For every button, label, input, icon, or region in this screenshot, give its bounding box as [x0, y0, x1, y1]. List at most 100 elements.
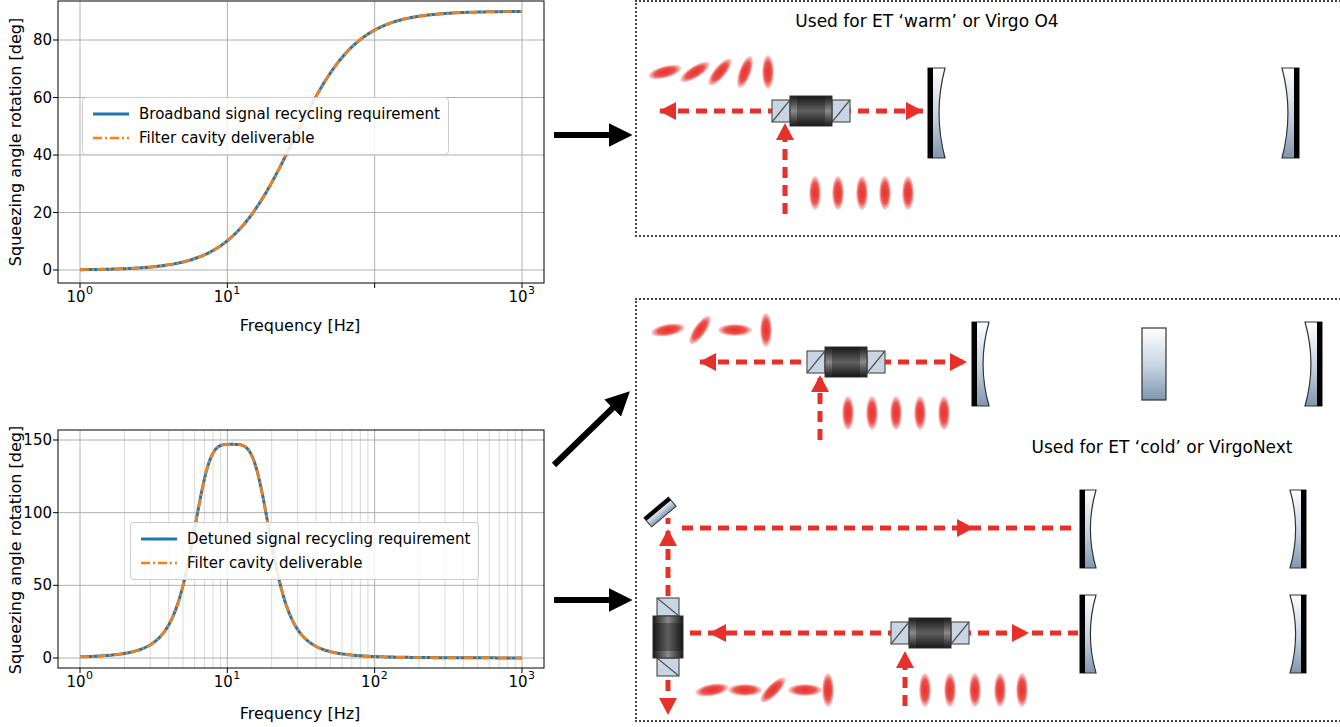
squeezed-state-ellipse [647, 62, 683, 82]
setup-panel: Used for ET ‘cold’ or VirgoNext [635, 298, 1340, 722]
squeezed-state-ellipse [650, 321, 686, 339]
legend-box: Broadband signal recycling requirementFi… [82, 97, 449, 155]
axis-label: Frequency [Hz] [240, 317, 361, 335]
faraday-isolator [891, 618, 969, 648]
squeezed-state-ellipse [1016, 673, 1028, 707]
beam-arrowhead [659, 102, 676, 120]
legend-text: Filter cavity deliverable [139, 129, 314, 147]
panel-caption: Used for ET ‘cold’ or VirgoNext [1032, 438, 1293, 458]
faraday-isolator [653, 598, 683, 676]
grid-lines [58, 1, 544, 283]
legend-line [139, 557, 179, 569]
legend-text: Broadband signal recycling requirement [139, 105, 440, 123]
squeezed-state-ellipse [969, 673, 981, 707]
legend-text: Filter cavity deliverable [187, 554, 362, 572]
squeezed-state-ellipse [842, 396, 854, 430]
squeezed-state-ellipse [757, 674, 790, 707]
legend-entry: Detuned signal recycling requirement [139, 527, 470, 551]
tick-label: 0 [42, 650, 52, 667]
cavity-mirror [1282, 68, 1299, 158]
beam-arrowhead [906, 102, 923, 120]
squeezed-state-ellipse [919, 673, 931, 707]
legend-entry: Filter cavity deliverable [139, 551, 470, 575]
beam-arrowhead [699, 353, 716, 371]
tick-label: 10 [214, 289, 233, 306]
panel-caption: Used for ET ‘warm’ or Virgo O4 [795, 12, 1058, 32]
legend-text: Detuned signal recycling requirement [187, 530, 470, 548]
beam-arrowhead [709, 624, 726, 642]
intermediate-mirror [1142, 328, 1166, 400]
tick-exponent: 0 [86, 670, 93, 682]
beam-arrowhead [896, 651, 914, 668]
squeezed-state-ellipse [704, 55, 735, 89]
flow-arrow [554, 597, 623, 603]
cavity-mirror [1290, 490, 1306, 568]
tick-label: 50 [33, 577, 52, 594]
beam-arrowhead [659, 529, 677, 546]
axes-frame [58, 1, 544, 283]
tick-label: 10 [508, 289, 527, 306]
beam-arrowhead [950, 353, 967, 371]
grid-lines [58, 430, 544, 668]
squeezed-state-ellipse [914, 396, 926, 430]
axis-label: Squeezing angle rotation [deg] [7, 18, 25, 266]
tick-label: 10 [66, 289, 85, 306]
steering-mirror [644, 497, 676, 527]
squeezed-state-ellipse [762, 55, 774, 89]
cavity-mirror [1290, 595, 1306, 673]
tick-exponent: 0 [86, 285, 93, 297]
faraday-isolator [772, 96, 850, 126]
tick-exponent: 3 [528, 670, 535, 682]
squeezed-state-ellipse [760, 313, 772, 347]
legend-line [139, 533, 179, 545]
flow-arrow [554, 398, 623, 465]
deliverable-curve [80, 11, 522, 269]
tick-label: 0 [42, 262, 52, 279]
squeezed-state-ellipse [866, 396, 878, 430]
tick-label: 10 [214, 674, 233, 691]
tick-exponent: 3 [528, 285, 535, 297]
beam-arrowhead [1012, 624, 1029, 642]
squeezed-state-ellipse [879, 176, 891, 210]
squeezed-state-ellipse [938, 396, 950, 430]
squeezed-state-ellipse [994, 673, 1006, 707]
deliverable-curve [80, 444, 522, 658]
faraday-isolator [807, 347, 885, 377]
legend-line [91, 132, 131, 144]
squeezed-state-ellipse [890, 396, 902, 430]
cavity-mirror [1080, 595, 1096, 673]
squeezed-state-ellipse [677, 58, 712, 86]
tick-label: 40 [33, 147, 52, 164]
tick-exponent: 1 [233, 285, 240, 297]
squeezed-state-ellipse [856, 176, 868, 210]
tick-label: 100 [23, 504, 52, 521]
plot-axes [53, 1, 544, 288]
cavity-mirror [928, 68, 945, 158]
squeezed-state-ellipse [809, 176, 821, 210]
beam-arrowhead [811, 375, 829, 392]
requirement-curve [80, 11, 522, 269]
axis-label: Squeezing angle rotation [deg] [7, 426, 25, 674]
beam-path [666, 680, 671, 700]
axis-label: Frequency [Hz] [240, 705, 361, 723]
legend-entry: Broadband signal recycling requirement [91, 102, 440, 126]
tick-label: 20 [33, 204, 52, 221]
tick-exponent: 2 [381, 670, 388, 682]
tick-label: 150 [23, 432, 52, 449]
beam-arrowhead [659, 698, 677, 715]
squeezed-state-ellipse [788, 684, 822, 696]
legend-line [91, 108, 131, 120]
squeezed-state-ellipse [728, 684, 762, 696]
tick-exponent: 1 [233, 670, 240, 682]
beam-path [682, 526, 1078, 531]
legend-entry: Filter cavity deliverable [91, 126, 440, 150]
flow-arrow [554, 132, 623, 138]
cavity-mirror [1080, 490, 1096, 568]
requirement-curve [80, 444, 522, 658]
plot-axes [53, 430, 544, 673]
beam-arrowhead [957, 519, 974, 537]
axes-frame [58, 430, 544, 668]
squeezed-state-ellipse [944, 673, 956, 707]
squeezed-state-ellipse [718, 324, 752, 336]
